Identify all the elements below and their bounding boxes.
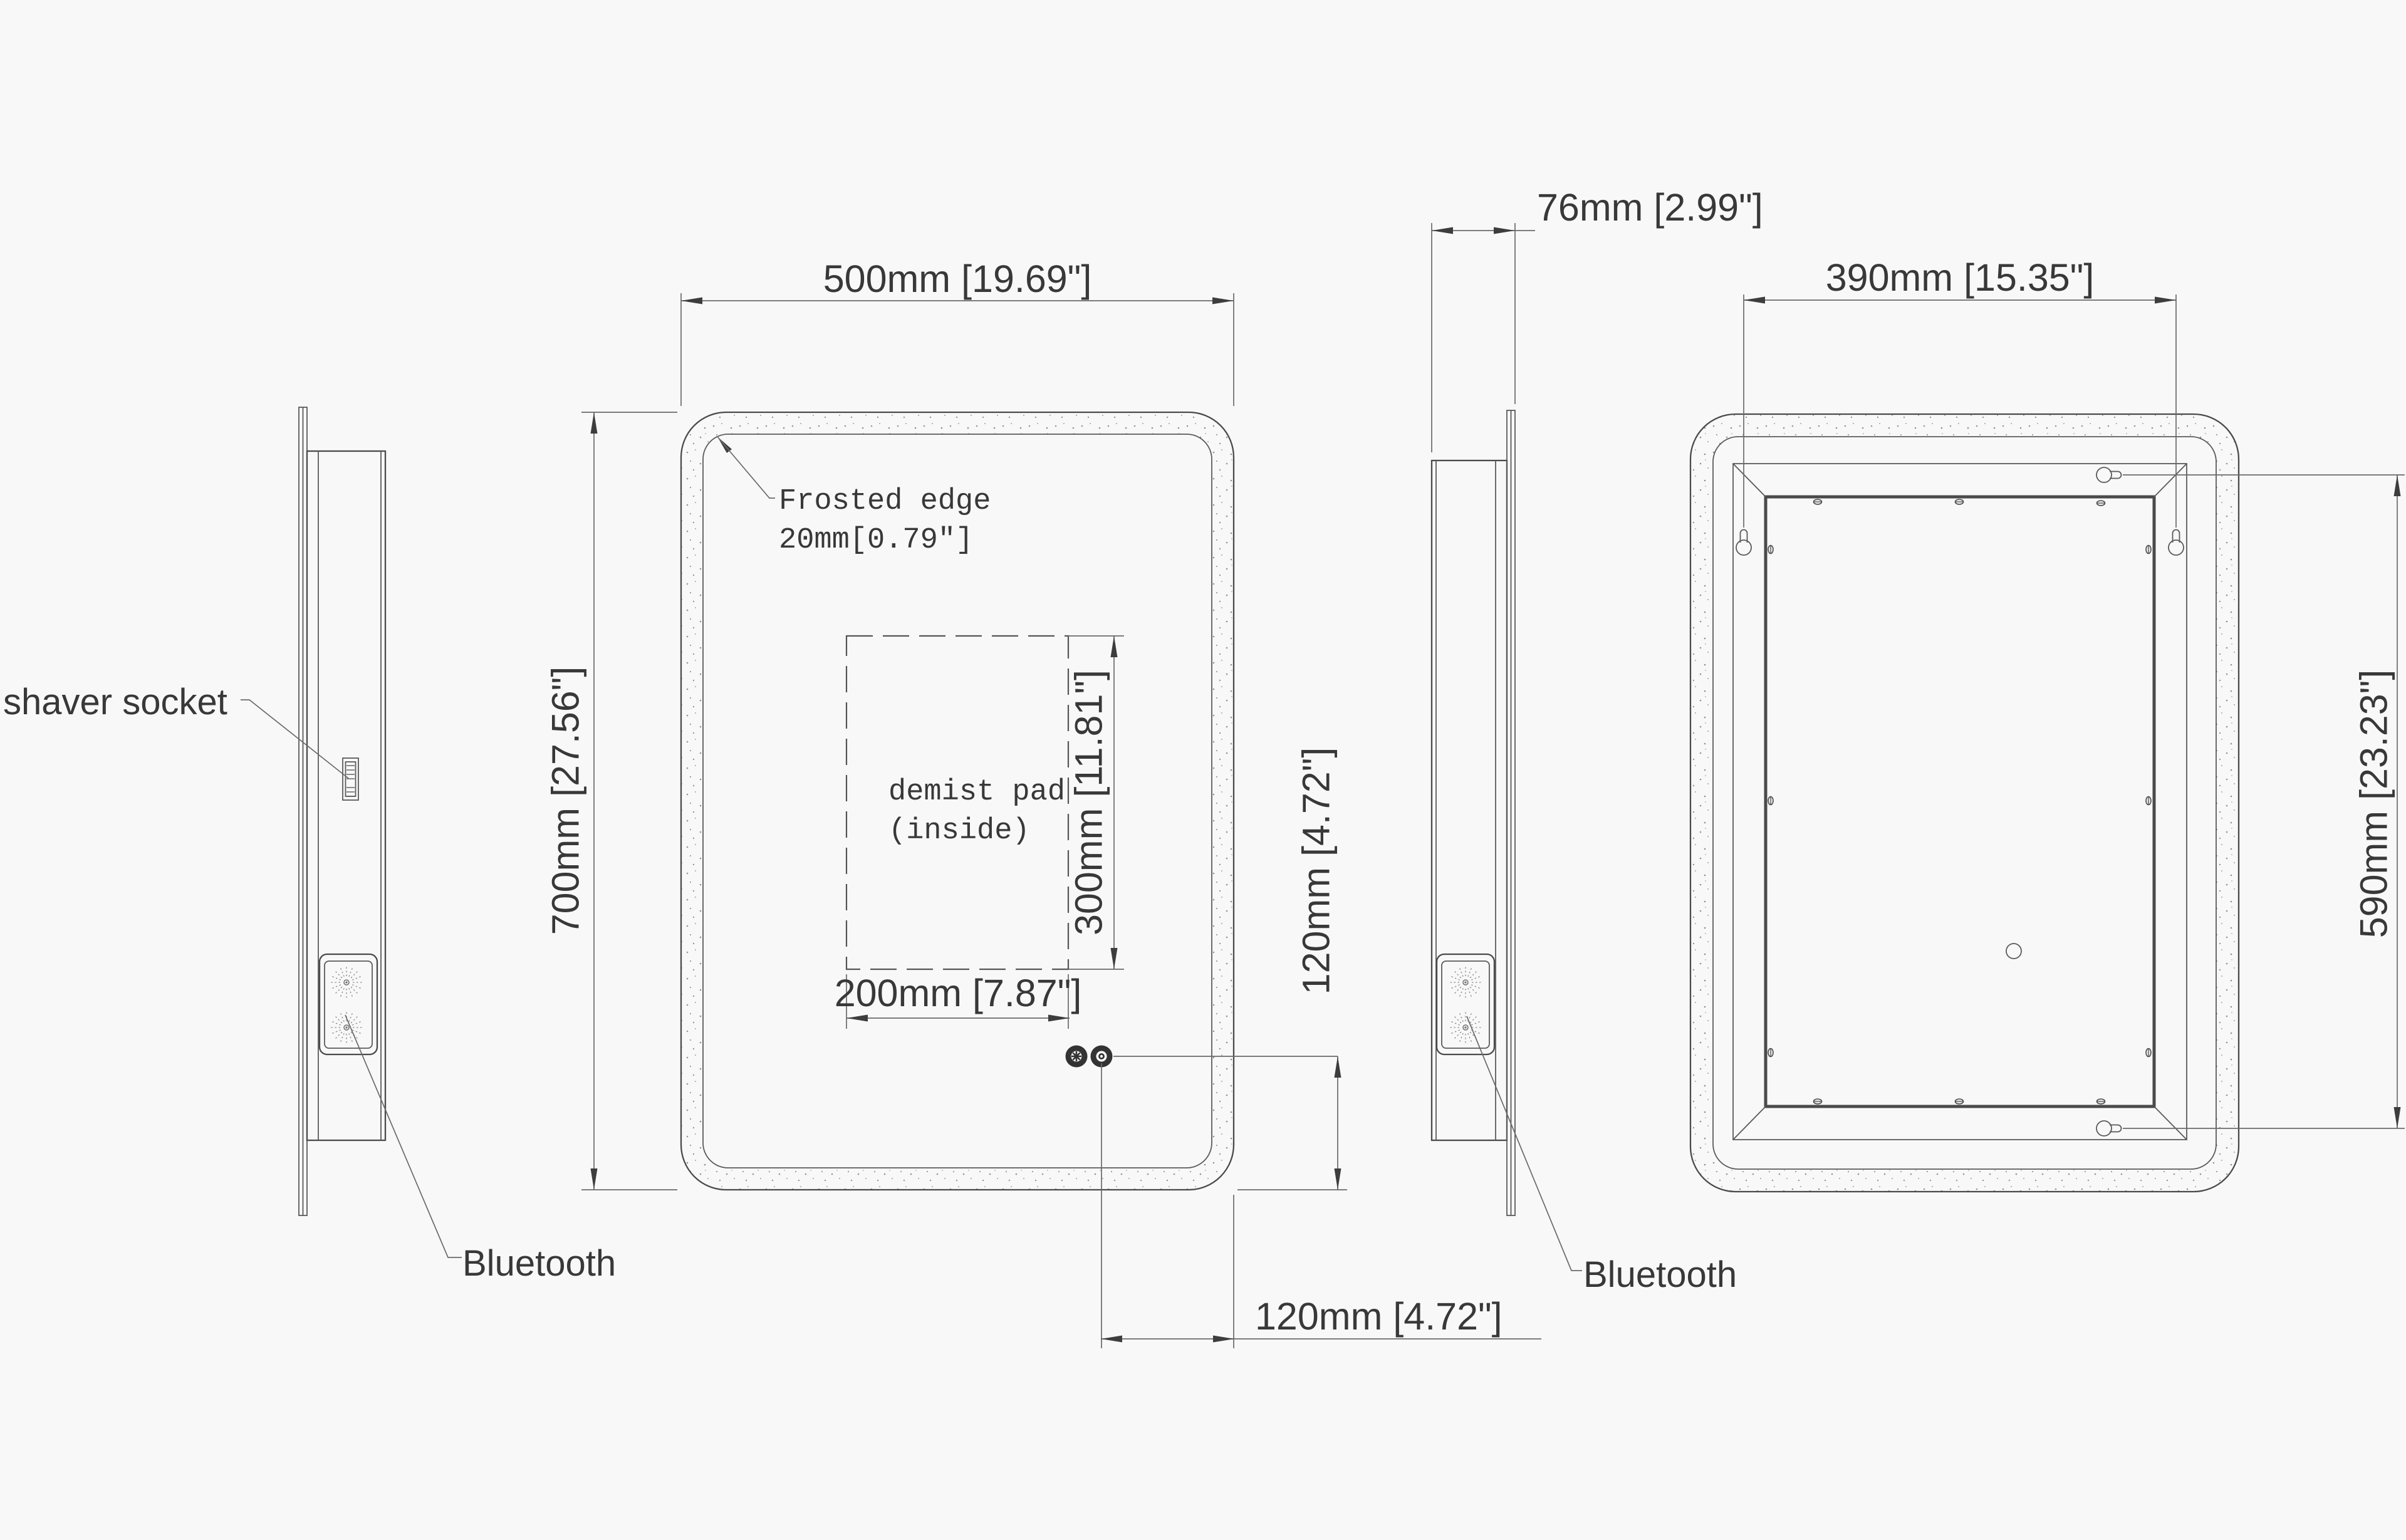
keyhole-hanger-left xyxy=(1736,529,1752,556)
box-wall xyxy=(1732,463,2187,1140)
shaver-socket-leader xyxy=(241,699,350,779)
bluetooth-label-right: Bluetooth xyxy=(1583,1254,1737,1295)
keyhole-slot-bottom xyxy=(2096,1120,2122,1137)
dimension-demist-height: 300mm [11.81"] xyxy=(1067,635,1124,970)
dimension-demist-width: 200mm [7.87"] xyxy=(835,972,1082,1029)
svg-text:700mm [27.56"]: 700mm [27.56"] xyxy=(544,667,586,935)
dimension-depth: 76mm [2.99"] xyxy=(1431,186,1763,452)
frosted-edge-note-line1: Frosted edge xyxy=(779,485,991,518)
speaker-driver-icon xyxy=(1448,965,1483,1000)
svg-text:590mm [23.23"]: 590mm [23.23"] xyxy=(2352,670,2395,939)
dimension-hanger-height: 590mm [23.23"] xyxy=(2123,474,2405,1129)
keyhole-slot-top xyxy=(2096,467,2122,483)
keyhole-hanger-right xyxy=(2168,529,2184,556)
frosted-leader xyxy=(717,436,775,499)
mirror-outline xyxy=(680,411,1235,1191)
side-view-right: 76mm [2.99"] Bluetooth xyxy=(1430,186,1763,1295)
bluetooth-speaker xyxy=(1435,953,1496,1056)
dimension-buttons-vertical: 120mm [4.72"] xyxy=(1113,747,1347,1190)
frost-inner-line xyxy=(1712,436,2217,1170)
svg-text:390mm [15.35"]: 390mm [15.35"] xyxy=(1826,256,2095,299)
speaker-driver-icon xyxy=(1448,1010,1483,1045)
front-view: Frosted edge 20mm[0.79″] demist pad (ins… xyxy=(544,258,1541,1348)
frost-inner-line xyxy=(702,434,1212,1168)
svg-text:120mm [4.72"]: 120mm [4.72"] xyxy=(1294,747,1337,995)
dimension-hanger-width: 390mm [15.35"] xyxy=(1743,256,2177,528)
demist-pad-outline xyxy=(845,635,1070,970)
panel-screws xyxy=(1768,499,2152,1105)
side-view-left: shaver socket Bluetooth xyxy=(3,407,616,1284)
touch-button-light xyxy=(1065,1045,1088,1068)
svg-text:120mm [4.72"]: 120mm [4.72"] xyxy=(1255,1295,1502,1338)
speaker-driver-icon xyxy=(329,965,364,1000)
corner-chamfers xyxy=(1732,463,2187,1140)
shaver-socket xyxy=(342,757,359,801)
dimension-front-height: 700mm [27.56"] xyxy=(544,412,677,1190)
svg-text:300mm [11.81"]: 300mm [11.81"] xyxy=(1067,670,1110,935)
back-panel xyxy=(1764,495,2156,1108)
demist-pad-line2: (inside) xyxy=(888,814,1030,848)
touch-button-demist xyxy=(1090,1045,1113,1068)
mirror-outline-back xyxy=(1689,413,2240,1193)
cable-hole xyxy=(2006,943,2022,959)
body-outline xyxy=(306,450,387,1142)
svg-text:500mm [19.69"]: 500mm [19.69"] xyxy=(823,258,1092,300)
demist-pad-line1: demist pad xyxy=(888,776,1065,809)
shaver-socket-label: shaver socket xyxy=(3,682,227,722)
frosted-edge-note-line2: 20mm[0.79″] xyxy=(779,524,973,557)
bluetooth-leader xyxy=(345,1014,462,1258)
bluetooth-speaker xyxy=(318,953,378,1056)
speaker-driver-icon xyxy=(329,1010,364,1045)
svg-text:76mm [2.99"]: 76mm [2.99"] xyxy=(1537,186,1763,229)
dimension-buttons-horizontal: 120mm [4.72"] xyxy=(1101,1063,1541,1348)
bluetooth-leader xyxy=(1466,1016,1582,1271)
back-view: 390mm [15.35"] 590mm [23.23"] xyxy=(1689,256,2405,1193)
dimension-front-width: 500mm [19.69"] xyxy=(680,258,1234,406)
bluetooth-label-left: Bluetooth xyxy=(462,1243,616,1284)
svg-text:200mm [7.87"]: 200mm [7.87"] xyxy=(835,972,1082,1014)
